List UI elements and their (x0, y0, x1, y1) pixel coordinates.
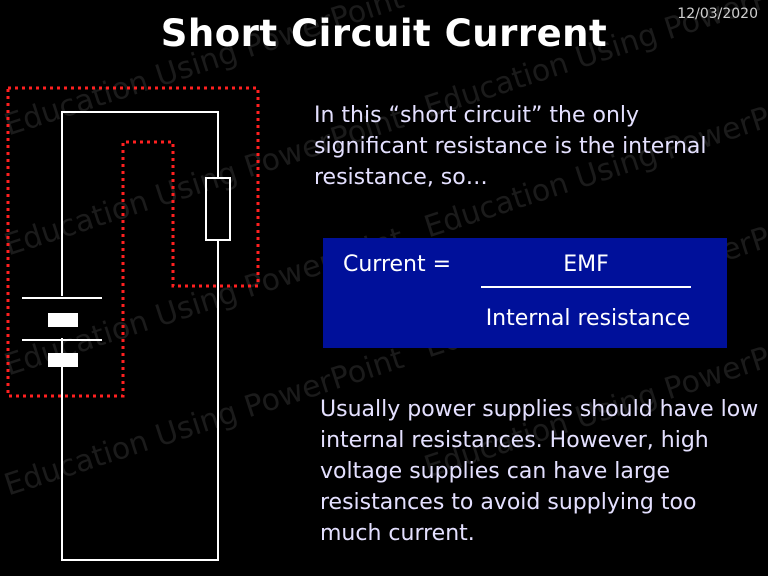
resistor-symbol (205, 177, 231, 241)
formula-denominator: Internal resistance (485, 306, 691, 331)
slide-title: Short Circuit Current (160, 12, 608, 55)
current-path-dotted (6, 86, 260, 398)
formula-box: Current = EMF Internal resistance (323, 238, 727, 348)
fraction-bar (481, 286, 691, 288)
circuit-wire (61, 240, 219, 561)
slide-date: 12/03/2020 (677, 6, 758, 22)
formula-label: Current = (343, 252, 452, 277)
note-paragraph: Usually power supplies should have low i… (320, 397, 759, 546)
circuit-wire (61, 111, 219, 296)
intro-paragraph: In this “short circuit” the only signifi… (314, 103, 707, 190)
cell-symbol (22, 297, 102, 367)
formula-numerator: EMF (563, 252, 609, 277)
